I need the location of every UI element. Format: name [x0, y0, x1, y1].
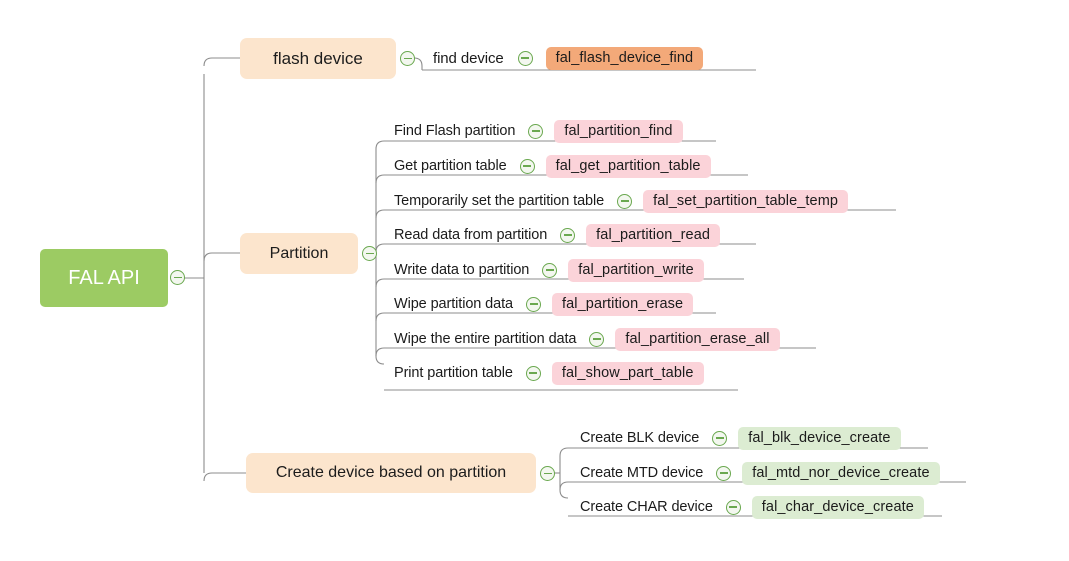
api-badge[interactable]: fal_char_device_create — [751, 495, 924, 519]
api-badge[interactable]: fal_flash_device_find — [545, 46, 704, 70]
leaf-label: Print partition table — [394, 365, 513, 381]
leaf-label: Get partition table — [394, 158, 507, 174]
root-node-label: FAL API — [68, 266, 140, 289]
leaf-row-create-char-device[interactable]: Create CHAR device fal_char_device_creat… — [580, 494, 924, 520]
leaf-collapse-toggle-icon[interactable] — [525, 365, 541, 381]
leaf-collapse-toggle-icon[interactable] — [526, 296, 541, 312]
leaf-collapse-toggle-icon[interactable] — [560, 227, 576, 243]
leaf-label: Create MTD device — [580, 465, 704, 481]
leaf-collapse-toggle-icon[interactable] — [542, 262, 558, 278]
branch-node-partition[interactable]: Partition — [240, 233, 358, 274]
api-badge[interactable]: fal_partition_find — [554, 119, 683, 143]
api-badge[interactable]: fal_show_part_table — [551, 361, 704, 385]
leaf-label: Temporarily set the partition table — [394, 193, 605, 209]
leaf-collapse-toggle-icon[interactable] — [716, 465, 732, 481]
leaf-collapse-toggle-icon[interactable] — [725, 499, 741, 515]
leaf-row-wipe-the-entire-partition-data[interactable]: Wipe the entire partition data fal_parti… — [394, 326, 780, 352]
leaf-collapse-toggle-icon[interactable] — [519, 158, 535, 174]
api-badge[interactable]: fal_mtd_nor_device_create — [742, 461, 940, 485]
branch-node-flash-device[interactable]: flash device — [240, 38, 396, 79]
api-badge[interactable]: fal_partition_read — [586, 223, 721, 247]
leaf-row-wipe-partition-data[interactable]: Wipe partition data fal_partition_erase — [394, 291, 694, 317]
api-badge[interactable]: fal_blk_device_create — [738, 426, 901, 450]
branch-node-label: flash device — [273, 48, 363, 68]
root-collapse-toggle-icon[interactable] — [170, 270, 185, 285]
leaf-collapse-toggle-icon[interactable] — [712, 430, 728, 446]
leaf-row-read-data-from-partition[interactable]: Read data from partition fal_partition_r… — [394, 222, 721, 248]
api-badge[interactable]: fal_partition_erase_all — [615, 327, 780, 351]
leaf-row-create-blk-device[interactable]: Create BLK device fal_blk_device_create — [580, 425, 901, 451]
leaf-collapse-toggle-icon[interactable] — [589, 331, 605, 347]
leaf-label: Wipe partition data — [394, 296, 513, 312]
api-badge[interactable]: fal_partition_write — [568, 258, 704, 282]
leaf-label: find device — [433, 49, 504, 67]
leaf-collapse-toggle-icon[interactable] — [617, 193, 633, 209]
api-badge[interactable]: fal_set_partition_table_temp — [643, 189, 849, 213]
leaf-label: Read data from partition — [394, 227, 548, 243]
api-badge[interactable]: fal_partition_erase — [552, 292, 694, 316]
leaf-row-create-mtd-device[interactable]: Create MTD device fal_mtd_nor_device_cre… — [580, 460, 940, 486]
leaf-label: Write data to partition — [394, 262, 530, 278]
leaf-row-find-flash-partition[interactable]: Find Flash partition fal_partition_find — [394, 118, 683, 144]
leaf-label: Wipe the entire partition data — [394, 331, 577, 347]
leaf-row-find-device[interactable]: find device fal_flash_device_find — [433, 45, 704, 71]
leaf-row-print-partition-table[interactable]: Print partition table fal_show_part_tabl… — [394, 360, 704, 386]
branch-node-label: Create device based on partition — [275, 464, 507, 481]
branch-node-create-device-based-on-partition[interactable]: Create device based on partition — [246, 453, 536, 493]
branch-node-label: Partition — [269, 244, 329, 262]
leaf-collapse-toggle-icon[interactable] — [528, 123, 544, 139]
leaf-label: Create BLK device — [580, 430, 700, 446]
leaf-row-write-data-to-partition[interactable]: Write data to partition fal_partition_wr… — [394, 257, 704, 283]
branch-create-device-collapse-toggle-icon[interactable] — [540, 466, 555, 481]
branch-partition-collapse-toggle-icon[interactable] — [362, 246, 377, 261]
leaf-collapse-toggle-icon[interactable] — [517, 50, 533, 66]
leaf-row-temporarily-set-the-partition-table[interactable]: Temporarily set the partition table fal_… — [394, 188, 849, 214]
leaf-row-get-partition-table[interactable]: Get partition table fal_get_partition_ta… — [394, 153, 711, 179]
leaf-label: Create CHAR device — [580, 499, 713, 515]
branch-flash-device-collapse-toggle-icon[interactable] — [400, 51, 415, 66]
leaf-label: Find Flash partition — [394, 123, 516, 139]
root-node-fal-api[interactable]: FAL API — [40, 249, 168, 307]
api-badge[interactable]: fal_get_partition_table — [545, 154, 711, 178]
